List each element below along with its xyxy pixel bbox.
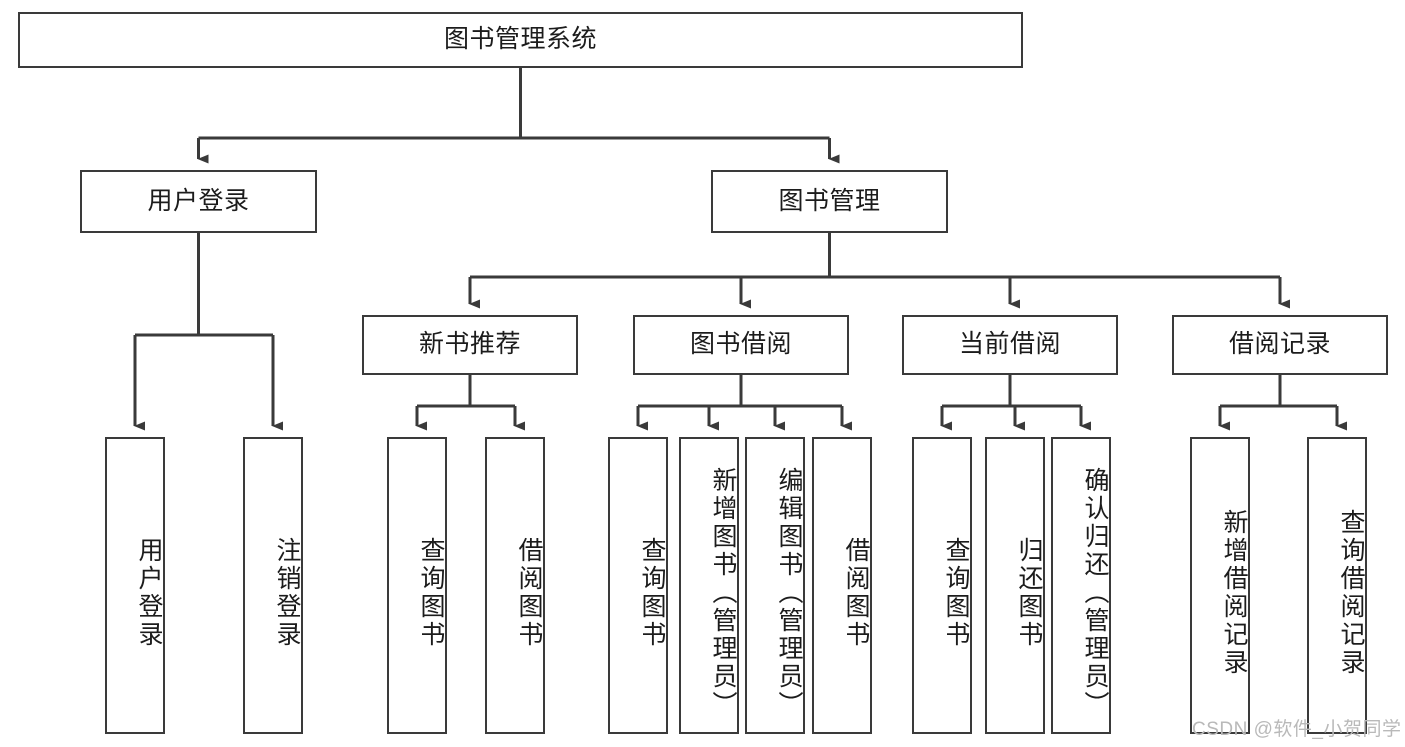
node-label: 图书管理系统 — [443, 25, 597, 54]
node-label: 图书借阅 — [689, 330, 792, 359]
node-label: 编辑图书（管理员） — [775, 466, 803, 719]
node-label: 新增图书（管理员） — [709, 466, 737, 719]
node-records[interactable]: 借阅记录 — [1172, 315, 1388, 375]
node-login[interactable]: 用户登录 — [80, 170, 317, 233]
node-label: 借阅图书 — [842, 536, 870, 649]
node-leaf-bw-borrow[interactable]: 借阅图书 — [812, 437, 872, 734]
node-label: 查询图书 — [638, 536, 666, 649]
node-label: 注销登录 — [273, 536, 301, 649]
node-bookmgmt[interactable]: 图书管理 — [711, 170, 948, 233]
node-leaf-bw-edit[interactable]: 编辑图书（管理员） — [745, 437, 805, 734]
node-leaf-new-borrow[interactable]: 借阅图书 — [485, 437, 545, 734]
node-newbook[interactable]: 新书推荐 — [362, 315, 578, 375]
node-leaf-cur-query[interactable]: 查询图书 — [912, 437, 972, 734]
node-label: 当前借阅 — [958, 330, 1061, 359]
node-leaf-new-query[interactable]: 查询图书 — [387, 437, 447, 734]
node-leaf-bw-query[interactable]: 查询图书 — [608, 437, 668, 734]
node-leaf-user-logout[interactable]: 注销登录 — [243, 437, 303, 734]
node-root[interactable]: 图书管理系统 — [18, 12, 1023, 68]
node-label: 确认归还（管理员） — [1081, 466, 1109, 719]
node-label: 归还图书 — [1015, 536, 1043, 649]
node-current[interactable]: 当前借阅 — [902, 315, 1118, 375]
node-label: 新书推荐 — [418, 330, 521, 359]
node-label: 用户登录 — [135, 536, 163, 649]
node-label: 图书管理 — [778, 186, 881, 215]
node-leaf-user-login[interactable]: 用户登录 — [105, 437, 165, 734]
node-leaf-cur-confirm[interactable]: 确认归还（管理员） — [1051, 437, 1111, 734]
csdn-watermark: CSDN @软件_小贺同学 — [1192, 719, 1402, 740]
node-label: 查询图书 — [417, 536, 445, 649]
node-borrow[interactable]: 图书借阅 — [633, 315, 849, 375]
node-leaf-rec-query[interactable]: 查询借阅记录 — [1307, 437, 1367, 734]
node-leaf-rec-add[interactable]: 新增借阅记录 — [1190, 437, 1250, 734]
node-label: 查询借阅记录 — [1337, 508, 1365, 677]
node-label: 借阅记录 — [1228, 330, 1331, 359]
node-label: 查询图书 — [942, 536, 970, 649]
node-label: 借阅图书 — [515, 536, 543, 649]
node-leaf-cur-return[interactable]: 归还图书 — [985, 437, 1045, 734]
node-leaf-bw-add[interactable]: 新增图书（管理员） — [679, 437, 739, 734]
node-label: 用户登录 — [147, 186, 250, 215]
node-label: 新增借阅记录 — [1220, 508, 1248, 677]
